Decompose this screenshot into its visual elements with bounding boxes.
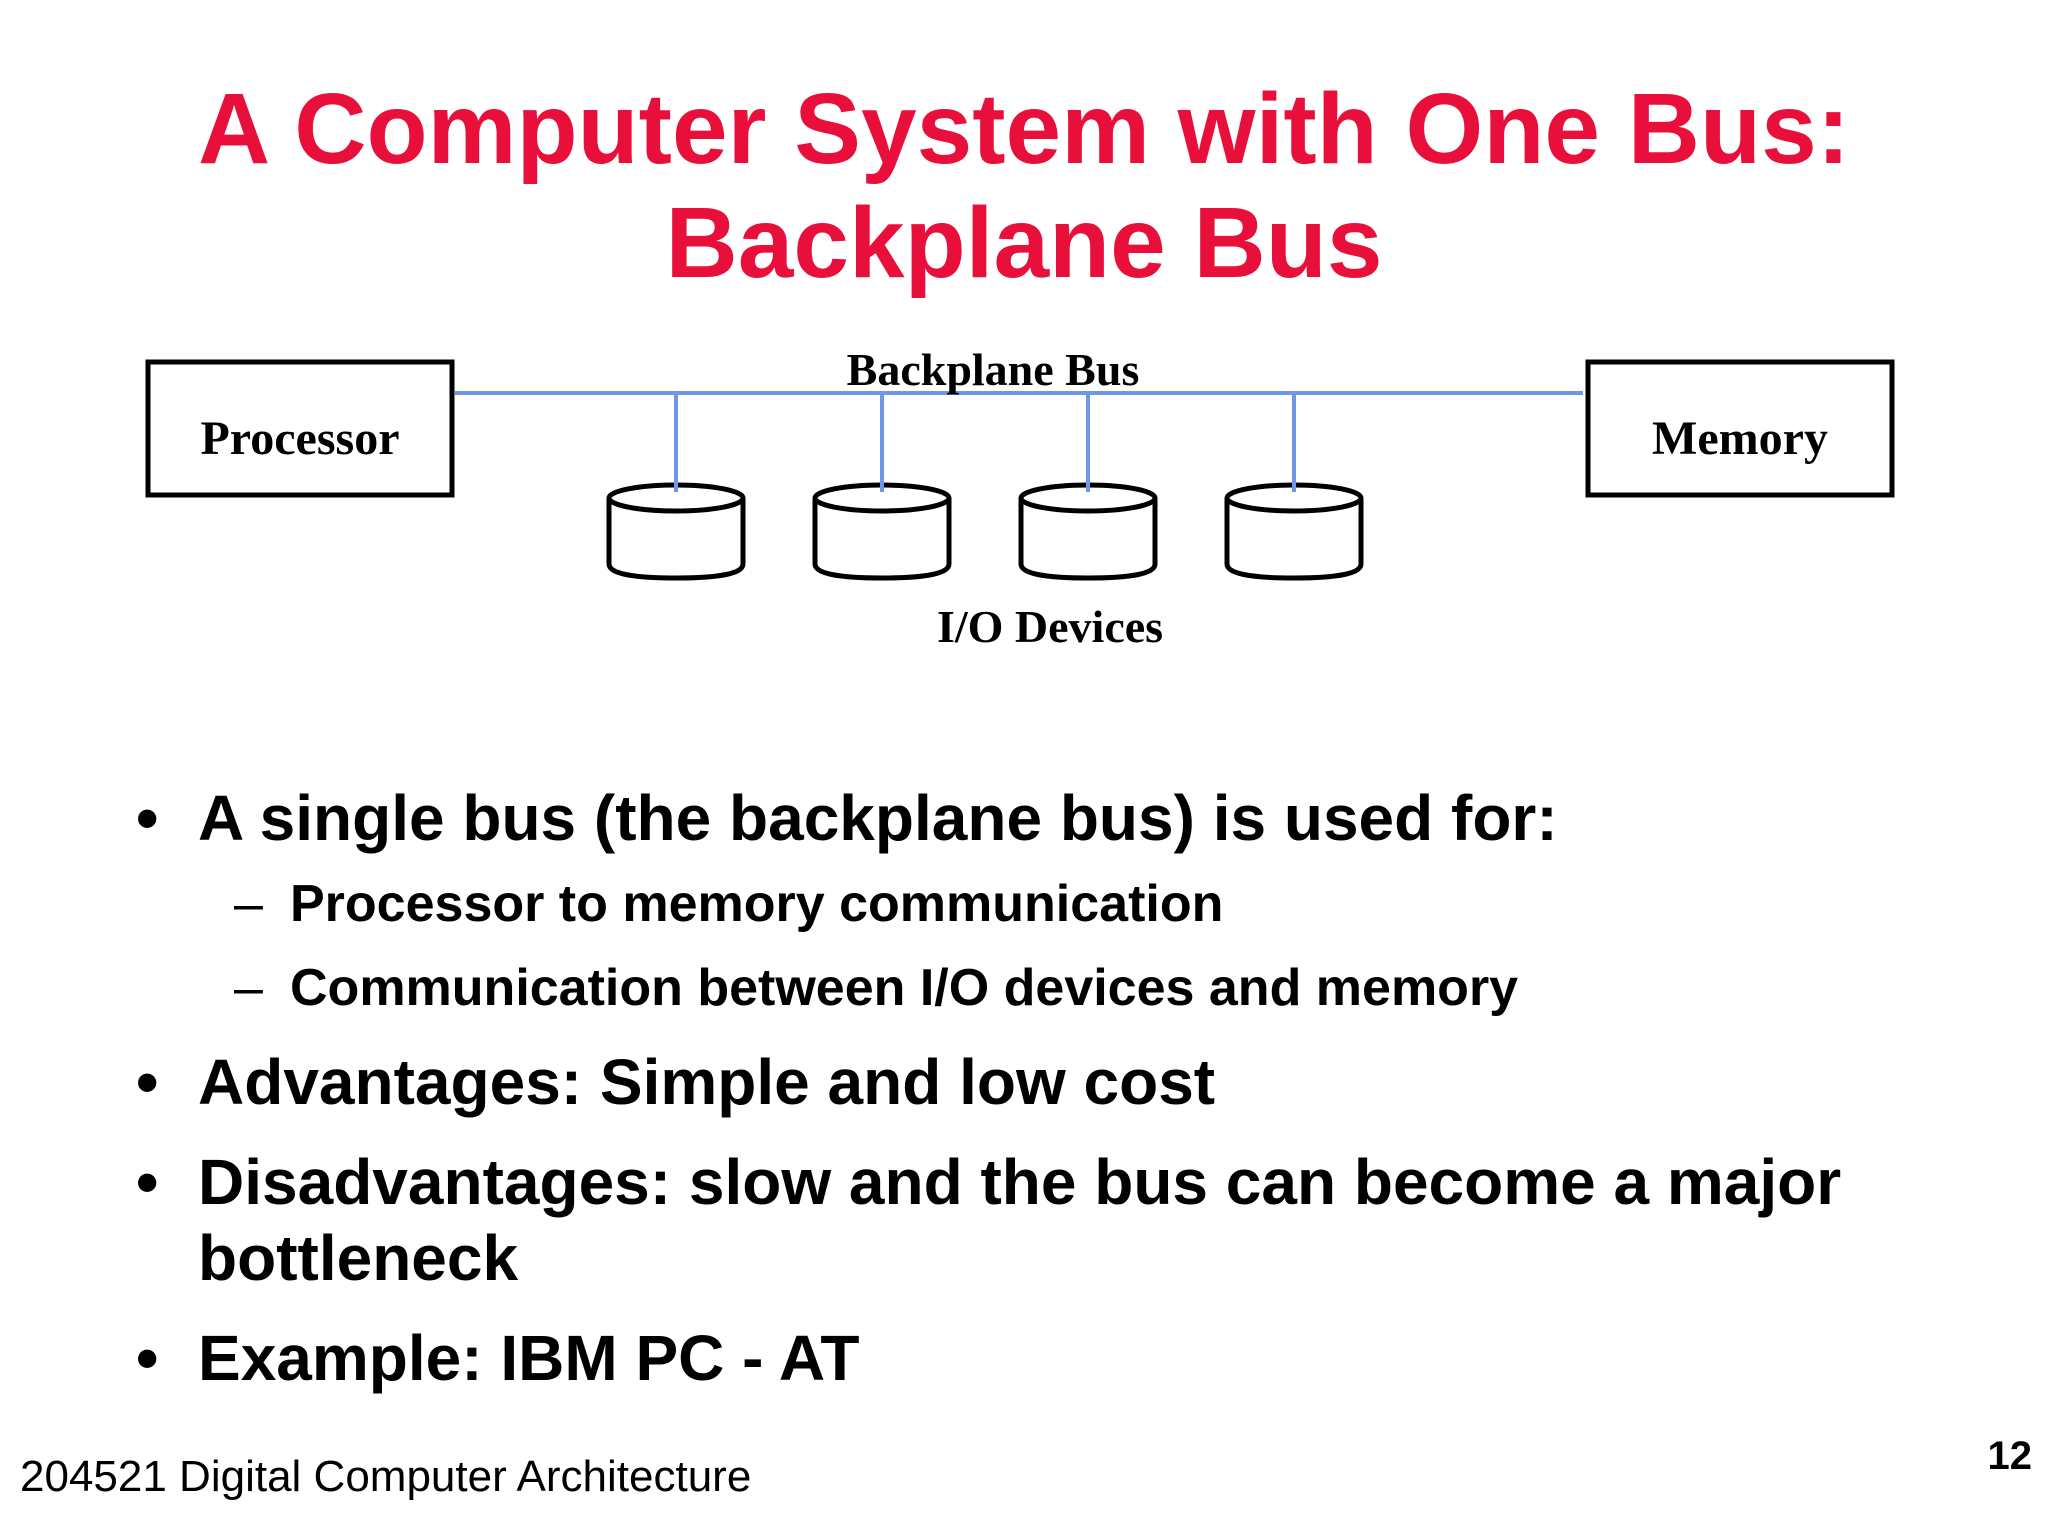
- footer-course-title: 204521 Digital Computer Architecture: [20, 1452, 752, 1501]
- sub-bullet-text: Processor to memory communication: [290, 875, 1224, 933]
- sub-bullet-dash: –: [234, 875, 263, 933]
- slide-title-line-1: A Computer System with One Bus:: [197, 73, 1851, 185]
- bullet-dot: •: [136, 1046, 159, 1118]
- bullet-dot: •: [136, 782, 159, 854]
- io-devices-label: I/O Devices: [937, 601, 1163, 652]
- slide-title: A Computer System with One Bus: Backplan…: [0, 72, 2048, 300]
- io-device-3-disk-icon: [1018, 482, 1158, 581]
- slide-title-line-2: Backplane Bus: [665, 187, 1383, 299]
- io-device-1-disk-icon: [606, 482, 746, 581]
- bullet-item: • Advantages: Simple and low cost: [130, 1044, 1930, 1120]
- bullet-text: Example: IBM PC - AT: [198, 1322, 860, 1394]
- io-device-4-disk-icon: [1224, 482, 1364, 581]
- slide-page-number: 12: [1987, 1434, 2033, 1478]
- memory-box: [1585, 359, 1895, 498]
- bullet-dot: •: [136, 1322, 159, 1394]
- bullet-dot: •: [136, 1146, 159, 1218]
- bullet-text: Disadvantages: slow and the bus can beco…: [198, 1146, 1842, 1294]
- bullet-text: A single bus (the backplane bus) is used…: [198, 782, 1558, 854]
- backplane-bus-label: Backplane Bus: [847, 344, 1140, 395]
- sub-bullet-text: Communication between I/O devices and me…: [290, 959, 1519, 1017]
- sub-bullet-item: – Processor to memory communication: [130, 872, 1930, 936]
- bullet-item: • Disadvantages: slow and the bus can be…: [130, 1144, 1930, 1296]
- bullet-list: • A single bus (the backplane bus) is us…: [130, 780, 1930, 1396]
- bullet-text: Advantages: Simple and low cost: [198, 1046, 1216, 1118]
- processor-label: Processor: [200, 412, 399, 465]
- processor-box: [145, 359, 455, 498]
- memory-label: Memory: [1652, 412, 1828, 465]
- bullet-item: • Example: IBM PC - AT: [130, 1320, 1930, 1396]
- sub-bullet-item: – Communication between I/O devices and …: [130, 956, 1930, 1020]
- sub-bullet-dash: –: [234, 959, 263, 1017]
- io-device-2-disk-icon: [812, 482, 952, 581]
- bullet-item: • A single bus (the backplane bus) is us…: [130, 780, 1930, 856]
